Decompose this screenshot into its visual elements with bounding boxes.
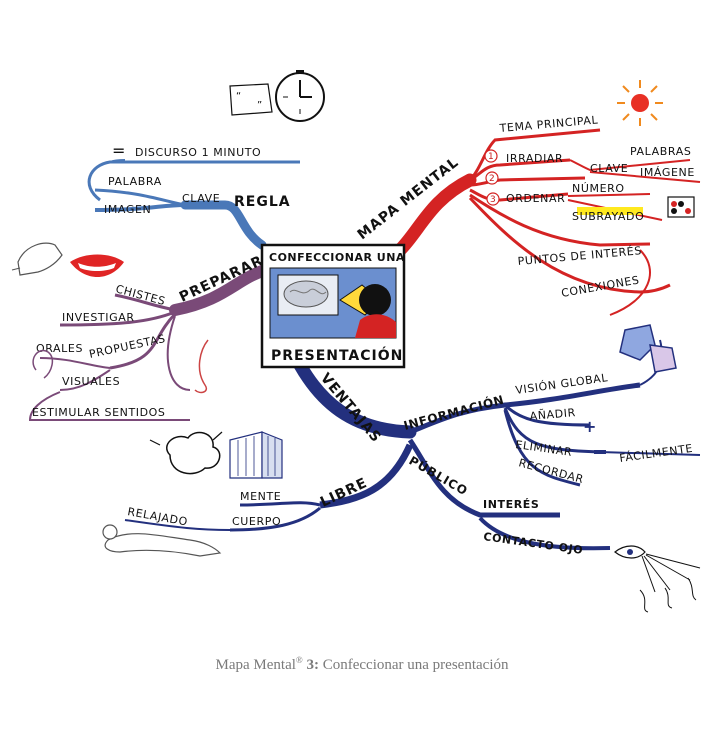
- clock-icon: [275, 70, 325, 122]
- mapa-step-2-num: 2: [489, 174, 495, 184]
- preparar-item-visuales: VISUALES: [62, 375, 120, 388]
- ear-icon: [32, 349, 54, 379]
- caption-text: Confeccionar una presentación: [318, 657, 509, 673]
- relaxed-person-icon: [102, 524, 222, 557]
- puzzle-icon: [619, 324, 677, 373]
- center-top-label: CONFECCIONAR UNA: [269, 251, 405, 264]
- publico-item-contacto: CONTACTO OJO: [483, 530, 584, 557]
- mapa-step-1-num: 1: [488, 152, 494, 162]
- plus-icon: +: [583, 417, 597, 436]
- abacus-icon: [667, 196, 695, 218]
- regla-title: REGLA: [234, 194, 291, 210]
- mapa-item-imagene: IMÁGENE: [640, 166, 695, 179]
- thinking-cloud-icon: [149, 431, 223, 475]
- regla-item-imagen: IMAGEN: [104, 203, 151, 216]
- preparar-item-estimular: ESTIMULAR SENTIDOS: [32, 406, 166, 419]
- regla-item-palabra: PALABRA: [108, 175, 162, 188]
- regla-item-clave: CLAVE: [182, 192, 220, 205]
- preparar-item-propuestas: PROPUESTAS: [88, 332, 167, 361]
- mapa-item-subrayado: SUBRAYADO: [572, 210, 644, 223]
- branch-regla: [87, 159, 300, 250]
- branch-preparar: [28, 264, 271, 421]
- minus-icon: [594, 450, 606, 454]
- smiling-mouth-icon: [70, 254, 124, 277]
- libre-title: LIBRE: [318, 475, 370, 511]
- libre-item-mente: MENTE: [240, 490, 281, 503]
- mapa-step-3-label: ORDENAR: [506, 192, 565, 205]
- mapa-item-puntos: PUNTOS DE INTERÉS: [517, 244, 642, 268]
- caption-prefix: Mapa Mental: [215, 657, 296, 673]
- nose-icon: [194, 339, 209, 394]
- subrayado-highlight: [577, 207, 643, 215]
- svg-text:“: “: [236, 91, 242, 102]
- caption-number: 3:: [302, 657, 319, 673]
- preparar-item-investigar: INVESTIGAR: [62, 311, 135, 324]
- hand-icon: [11, 242, 63, 276]
- svg-text:”: ”: [257, 100, 263, 111]
- informacion-title: INFORMACIÓN: [402, 392, 506, 433]
- libre-item-cuerpo: CUERPO: [232, 515, 281, 528]
- speaker-body-icon: [355, 314, 396, 338]
- info-item-facilmente: FÁCILMENTE: [619, 442, 694, 465]
- preparar-item-chistes: CHISTES: [114, 282, 167, 308]
- registered-mark: ®: [295, 655, 303, 665]
- mapa-step-2-label: CLAVE: [590, 162, 628, 175]
- eye-icon: [614, 545, 701, 613]
- mapa-item-palabras: PALABRAS: [630, 145, 691, 158]
- regla-item-discurso: DISCURSO 1 MINUTO: [135, 146, 261, 159]
- mapa-item-numero: NÚMERO: [572, 182, 625, 195]
- regla-equals: =: [112, 141, 126, 160]
- mapa-step-1-label: IRRADIAR: [506, 152, 563, 165]
- mapa-step-3-num: 3: [490, 195, 496, 205]
- preparar-item-orales: ORALES: [36, 342, 83, 355]
- center-bottom-label: PRESENTACIÓN: [271, 346, 403, 364]
- speaker-head-icon: [359, 284, 391, 316]
- brain-icon: [283, 280, 329, 308]
- info-item-anadir: AÑADIR: [529, 406, 576, 423]
- quote-card-icon: “ ”: [229, 83, 273, 116]
- figure-caption: Mapa Mental® 3: Confeccionar una present…: [0, 655, 724, 674]
- building-icon: [229, 431, 283, 479]
- center-box: [260, 243, 406, 369]
- publico-item-interes: INTERÉS: [483, 498, 539, 511]
- publico-title: PÚBLICO: [407, 453, 471, 499]
- info-item-recordar: RECORDAR: [517, 456, 585, 486]
- sun-icon: [617, 80, 663, 126]
- branch-ventajas: [124, 339, 701, 551]
